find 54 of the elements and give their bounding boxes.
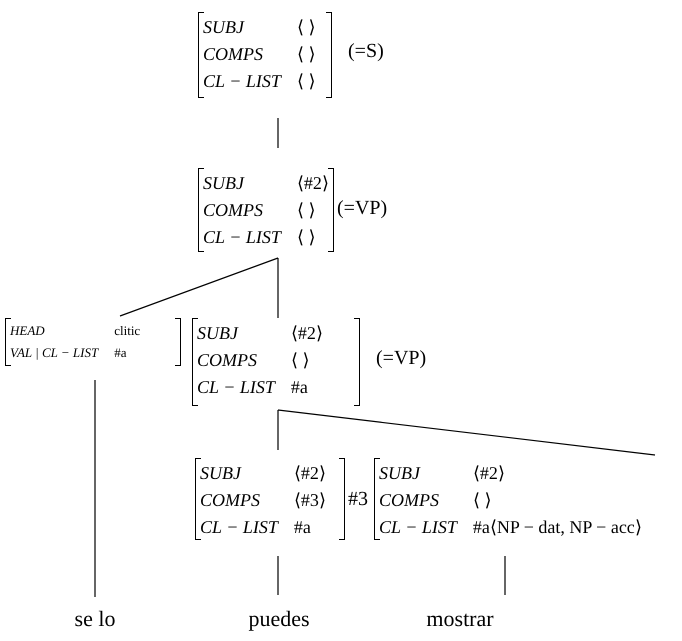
feature-value: ⟨ ⟩ [296,199,316,222]
feature-value: ⟨ ⟩ [296,16,316,39]
feature-value: ⟨#2⟩ [472,462,506,485]
feature-name: SUBJ [203,172,246,195]
tree-branch-line [94,380,96,597]
feature-name: CL − LIST [379,516,457,539]
feature-value: ⟨#3⟩ [294,489,326,512]
tree-branch-line [120,257,278,317]
feature-value: ⟨ ⟩ [296,70,316,93]
feature-name: CL − LIST [200,516,278,539]
feature-value: #a⟨NP − dat, NP − acc⟩ [472,516,642,539]
feature-name: COMPS [197,349,258,372]
feature-name: HEAD [10,322,46,340]
feature-value: clitic [114,322,140,340]
tree-branch-line [277,118,279,148]
feature-name: CL − LIST [203,226,281,249]
feature-name: COMPS [203,43,264,66]
attribute-value-matrix [195,458,345,540]
category-label: (=S) [348,39,384,64]
word: mostrar [405,605,515,633]
tree-branch-line [277,556,279,595]
category-label: #3 [348,487,368,512]
feature-name: CL − LIST [203,70,281,93]
word: puedes [224,605,334,633]
tree-branch-line [504,556,506,595]
feature-value: #a [114,344,128,362]
feature-name: VAL | CL − LIST [10,344,98,362]
feature-name: SUBJ [197,322,240,345]
feature-value: ⟨#2⟩ [294,462,326,485]
feature-value: #a [294,516,312,539]
feature-name: SUBJ [379,462,422,485]
feature-value: ⟨#2⟩ [290,322,323,345]
tree-branch-line [277,410,279,450]
attribute-value-matrix [192,318,360,406]
attribute-value-matrix [5,318,181,366]
feature-name: CL − LIST [197,376,275,399]
feature-value: ⟨#2⟩ [296,172,329,195]
attribute-value-matrix [198,168,334,252]
attribute-value-matrix [198,12,332,98]
category-label: (=VP) [376,346,426,371]
feature-name: COMPS [379,489,440,512]
tree-branch-line [277,258,279,318]
word: se lo [55,605,135,633]
feature-value: ⟨ ⟩ [296,43,316,66]
feature-value: #a [290,376,309,399]
feature-value: ⟨ ⟩ [472,489,492,512]
feature-name: SUBJ [203,16,246,39]
feature-name: COMPS [203,199,264,222]
feature-name: SUBJ [200,462,243,485]
tree-branch-line [278,409,656,456]
feature-value: ⟨ ⟩ [296,226,316,249]
feature-name: COMPS [200,489,261,512]
category-label: (=VP) [337,196,388,221]
feature-value: ⟨ ⟩ [290,349,310,372]
